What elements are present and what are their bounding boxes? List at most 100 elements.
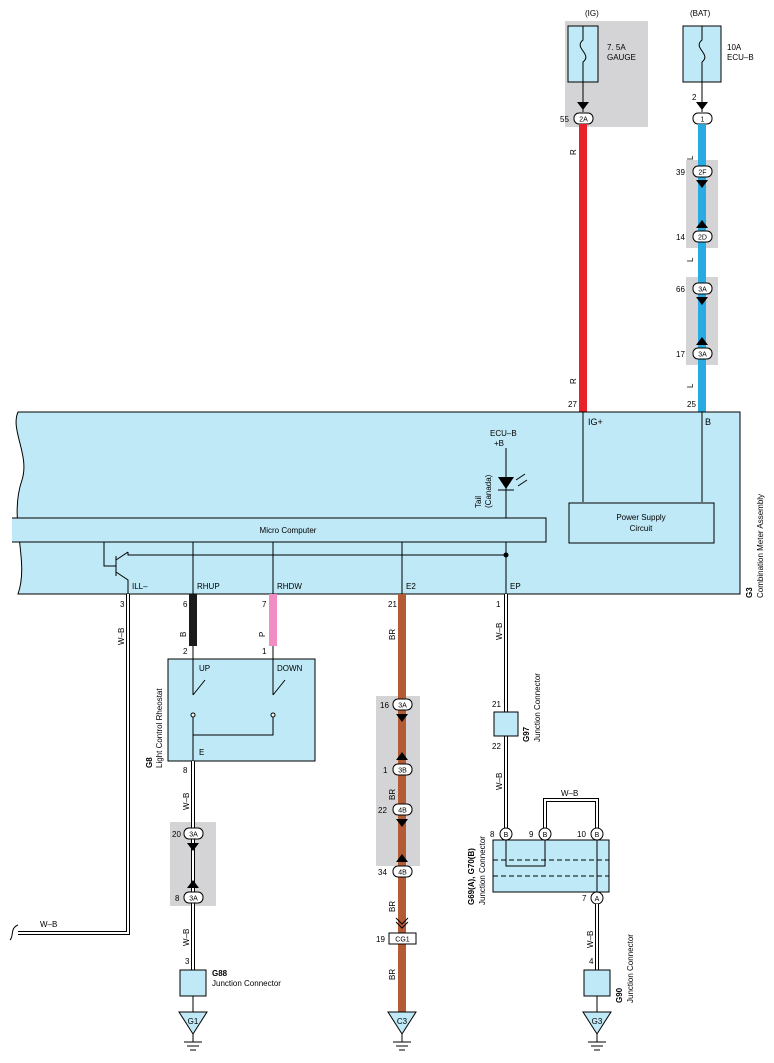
wire-wb-loop-core [544, 799, 598, 828]
wire-label-wb-ep2: W–B [495, 773, 504, 790]
junction-g97 [493, 711, 519, 737]
connector-b-label3: B [595, 832, 600, 839]
arrow-br-3a [396, 714, 408, 722]
rheostat-down: DOWN [277, 664, 303, 673]
connector-rheo-3a-lower-label: 3A [189, 896, 198, 903]
fuse-ecub-element [698, 26, 706, 82]
wire-label-br3: BR [388, 901, 397, 912]
micro-computer-label: Micro Computer [260, 526, 317, 535]
connector-cg1-label: CG1 [395, 937, 410, 944]
pin-22-4b: 22 [378, 806, 387, 815]
connector-rheo-3a-upper [183, 827, 204, 840]
connector-3a-lower-label: 3A [698, 352, 707, 359]
arrow-2f [696, 180, 708, 188]
arrow-3a-upper [696, 297, 708, 305]
wire-red [579, 124, 587, 412]
ground-g3-label: G3 [592, 1017, 603, 1026]
arrow-br-4b-upper [396, 819, 408, 827]
plus-b-label: +B [494, 439, 504, 448]
connector-br-4b-lower [392, 865, 413, 878]
wire-label-l2: L [686, 257, 695, 262]
pin-7-a: 7 [582, 894, 587, 903]
pin-2-bat: 2 [692, 93, 697, 102]
wire-blue-seg1 [698, 160, 706, 248]
wire-label-br1: BR [388, 629, 397, 640]
ground-g1 [178, 1011, 208, 1035]
arrow-3a-lower [696, 337, 708, 345]
wire-label-wb-ep1: W–B [495, 623, 504, 640]
junction-g90 [583, 969, 611, 997]
transistor-icon [103, 542, 129, 594]
pin-8-b: 8 [490, 830, 495, 839]
pin-55: 55 [560, 115, 569, 124]
connector-2d-label: 2D [698, 235, 707, 242]
connector-b-label1: B [504, 832, 509, 839]
terminal-ig-plus: IG+ [588, 417, 603, 427]
g88-code: G88 [212, 969, 228, 978]
arrow-1 [696, 102, 708, 110]
wire-label-wb-left: W–B [40, 920, 57, 929]
pin-16: 16 [380, 701, 389, 710]
terminal-rhdw: RHDW [277, 582, 302, 591]
arrow-2d [696, 220, 708, 228]
pin-8-3a: 8 [175, 894, 180, 903]
wire-label-wb-ill: W–B [117, 628, 126, 645]
tail-label: Tail [474, 496, 483, 508]
fuse1-rating: 7. 5A [607, 43, 626, 52]
connector-br-4b-upper [392, 803, 413, 816]
pin-25: 25 [687, 400, 696, 409]
ground-g1-label: G1 [188, 1017, 199, 1026]
wire-wb-ill-core [18, 594, 129, 934]
pin-66: 66 [676, 285, 685, 294]
switch-contact-down [270, 712, 276, 718]
pin-14: 14 [676, 233, 685, 242]
connector-3a-lower [692, 347, 713, 360]
wire-label-br4: BR [388, 969, 397, 980]
ground-c3-symbol [393, 1034, 411, 1051]
rheostat-code: G8 [145, 757, 154, 768]
pin-4-g90: 4 [589, 957, 594, 966]
terminal-e2: E2 [406, 582, 416, 591]
connector-br-4b-upper-label: 4B [398, 808, 407, 815]
wire-black [189, 594, 197, 646]
junction-g88 [179, 969, 207, 997]
rheostat-name: Light Control Rheostat [155, 688, 164, 768]
pin-1-down: 1 [262, 647, 267, 656]
pin-19: 19 [376, 935, 385, 944]
wire-pink [269, 594, 277, 646]
wire-label-wb-rheo1: W–B [182, 793, 191, 810]
terminal-b: B [705, 417, 711, 427]
connector-br-4b-lower-label: 4B [398, 870, 407, 877]
meter-code: G3 [745, 587, 754, 598]
arrow-br-4b-lower [396, 854, 408, 862]
ecu-b-label: ECU–B [490, 429, 517, 438]
fuse2-name: ECU–B [727, 53, 754, 62]
wire-blue [698, 124, 706, 412]
g88-name: Junction Connector [212, 979, 281, 988]
connector-a-label: A [595, 896, 600, 903]
connector-br-3a [392, 698, 413, 711]
arrow-2a [577, 102, 589, 110]
pin-1-ep: 1 [496, 600, 501, 609]
g97-code: G97 [522, 726, 531, 742]
terminal-ep: EP [510, 582, 521, 591]
pin-22-g97: 22 [492, 742, 501, 751]
connector-br-3b-label: 3B [398, 768, 407, 775]
pin-7: 7 [262, 600, 267, 609]
wire-label-r1: R [569, 149, 578, 155]
wire-internal-terms [192, 542, 507, 594]
ig-label: (IG) [585, 9, 599, 18]
pin-10-b: 10 [577, 830, 586, 839]
pin-20: 20 [172, 830, 181, 839]
pin-1-3b: 1 [383, 766, 388, 775]
ground-g3-symbol [588, 1034, 606, 1051]
wire-wb-loop [543, 798, 599, 828]
wire-label-l1: L [686, 155, 695, 160]
pin-3-ill: 3 [120, 600, 125, 609]
micro-computer [12, 517, 547, 543]
rheostat-switches [192, 679, 286, 696]
fuse2-rating: 10A [727, 43, 742, 52]
arrow-br-3b [396, 752, 408, 760]
connector-br-3a-label: 3A [398, 703, 407, 710]
